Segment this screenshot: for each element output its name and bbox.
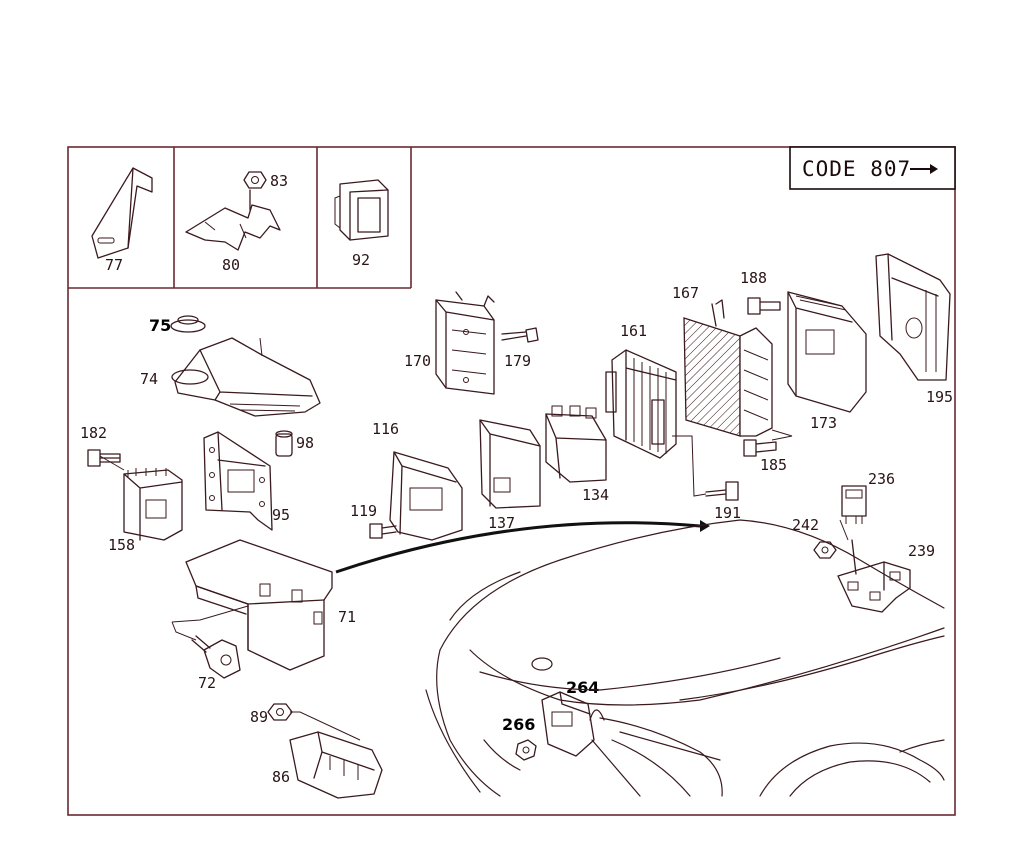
part-95-plate[interactable]: 95 — [203, 431, 290, 531]
part-191-screw[interactable]: 191 — [705, 481, 741, 522]
part-134-block[interactable]: 134 — [545, 405, 609, 504]
label-185: 185 — [760, 456, 787, 474]
part-173-module[interactable]: 173 — [787, 291, 867, 432]
part-239-bracket[interactable]: 239 — [837, 539, 935, 613]
part-119-screw[interactable]: 119 — [350, 502, 397, 539]
code-box[interactable]: CODE 807 — [789, 146, 956, 190]
label-242: 242 — [792, 516, 819, 534]
inset-boxes — [68, 147, 412, 289]
part-170-module[interactable]: 170 — [404, 291, 495, 395]
part-72-sensor[interactable]: 72 — [191, 635, 241, 692]
label-98: 98 — [296, 434, 314, 452]
part-86-holder[interactable]: 86 — [272, 731, 383, 799]
part-195-bracket[interactable]: 195 — [875, 253, 953, 406]
label-167: 167 — [672, 284, 699, 302]
label-266: 266 — [502, 715, 535, 734]
part-75-cap[interactable]: 75 — [149, 315, 206, 335]
part-242-nut[interactable]: 242 — [792, 516, 837, 559]
part-74-cover[interactable]: 74 — [140, 337, 321, 417]
label-158: 158 — [108, 536, 135, 554]
label-77: 77 — [105, 256, 123, 274]
label-188: 188 — [740, 269, 767, 287]
part-167-module[interactable]: 167 — [672, 284, 773, 437]
label-239: 239 — [908, 542, 935, 560]
part-179-screw[interactable]: 179 — [501, 327, 539, 370]
label-72: 72 — [198, 674, 216, 692]
label-71: 71 — [338, 608, 356, 626]
arrow-right-icon — [910, 164, 938, 174]
label-89: 89 — [250, 708, 268, 726]
label-74: 74 — [140, 370, 158, 388]
part-266-nut[interactable]: 266 — [502, 715, 537, 761]
label-95: 95 — [272, 506, 290, 524]
leader-lines — [99, 337, 849, 741]
label-173: 173 — [810, 414, 837, 432]
part-83-nut[interactable]: 83 — [243, 171, 288, 190]
label-119: 119 — [350, 502, 377, 520]
label-170: 170 — [404, 352, 431, 370]
vehicle-outline — [425, 519, 945, 797]
part-236-relay[interactable]: 236 — [841, 470, 895, 524]
part-161-module[interactable]: 161 — [605, 322, 677, 459]
code-label: CODE 807 — [802, 157, 911, 181]
label-264: 264 — [566, 678, 599, 697]
label-116: 116 — [372, 420, 399, 438]
label-179: 179 — [504, 352, 531, 370]
label-83: 83 — [270, 172, 288, 190]
part-188-screw[interactable]: 188 — [740, 269, 781, 315]
part-182-screw[interactable]: 182 — [80, 424, 121, 467]
part-89-nut[interactable]: 89 — [250, 703, 293, 726]
label-86: 86 — [272, 768, 290, 786]
label-182: 182 — [80, 424, 107, 442]
part-71-box[interactable]: 71 — [185, 539, 356, 671]
part-77-bracket[interactable]: 77 — [91, 167, 153, 274]
part-116-module[interactable]: 116 — [372, 420, 463, 541]
part-137-module[interactable]: 137 — [479, 419, 541, 532]
part-98-plug[interactable]: 98 — [275, 430, 314, 457]
part-185-screw[interactable]: 185 — [743, 439, 787, 474]
label-195: 195 — [926, 388, 953, 406]
label-161: 161 — [620, 322, 647, 340]
label-236: 236 — [868, 470, 895, 488]
label-137: 137 — [488, 514, 515, 532]
diagram-frame — [67, 146, 956, 816]
label-75: 75 — [149, 316, 171, 335]
part-158-module[interactable]: 158 — [108, 468, 183, 554]
label-92: 92 — [352, 251, 370, 269]
label-191: 191 — [714, 504, 741, 522]
label-134: 134 — [582, 486, 609, 504]
label-80: 80 — [222, 256, 240, 274]
part-264-connector[interactable]: 264 — [541, 678, 599, 757]
part-92-grommet[interactable]: 92 — [334, 179, 389, 269]
part-80-bracket[interactable]: 80 — [185, 189, 281, 274]
